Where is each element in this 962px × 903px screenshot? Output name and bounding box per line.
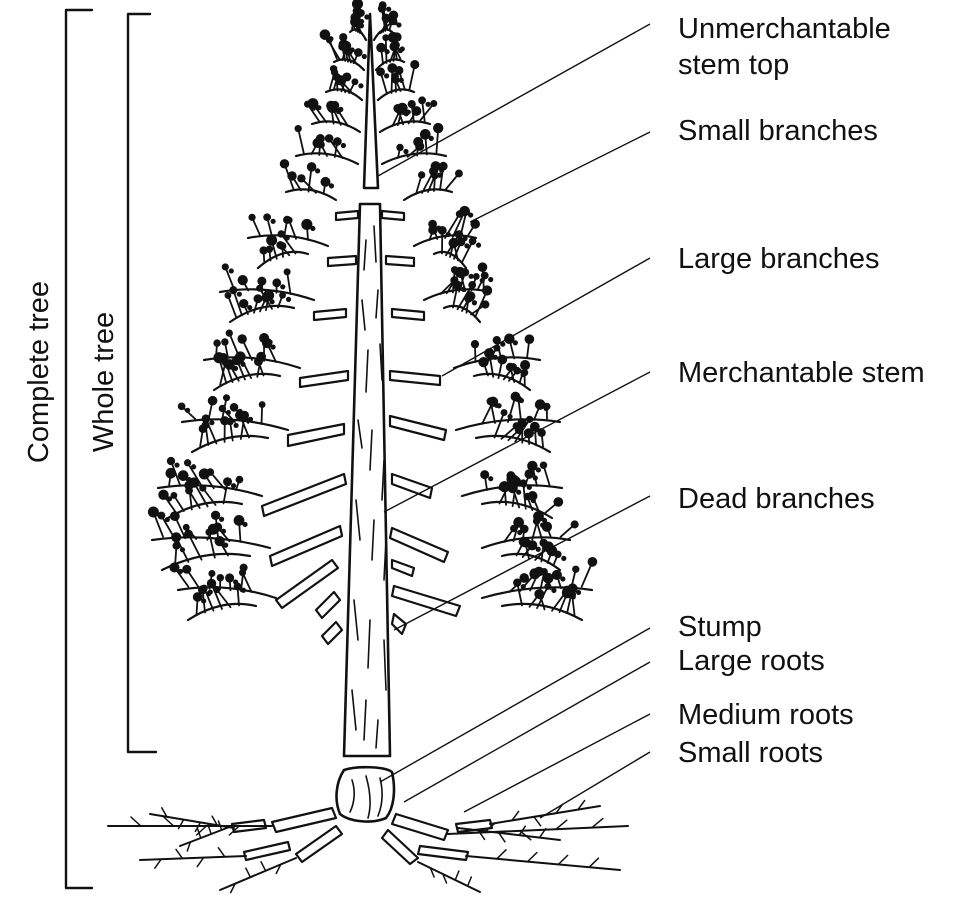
foliage-sprig	[248, 213, 328, 246]
label-medium-roots: Medium roots	[678, 699, 854, 731]
whole-tree-label: Whole tree	[88, 312, 120, 452]
label-large-branches: Large branches	[678, 243, 880, 275]
branch-segment	[328, 256, 356, 266]
complete-tree-label: Complete tree	[23, 281, 55, 463]
branch-segment	[392, 309, 424, 320]
small-root	[490, 801, 600, 826]
small-root	[418, 862, 480, 892]
component-labels: Unmerchantable stem top Small branches L…	[678, 13, 925, 769]
large-root	[392, 814, 448, 840]
branch-segment	[300, 371, 348, 387]
whole-tree-bracket	[128, 14, 156, 752]
branch-segment	[392, 614, 406, 634]
foliage-sprig	[169, 562, 276, 598]
large-root	[296, 826, 342, 862]
foliage-sprig	[178, 394, 288, 430]
foliage-sprig	[434, 226, 481, 268]
foliage-sprig	[158, 457, 262, 496]
foliage-sprig	[456, 392, 560, 430]
branch-segment	[392, 474, 432, 498]
foliage-sprig	[326, 65, 364, 100]
label-large-roots: Large roots	[678, 645, 825, 677]
label-small-roots: Small roots	[678, 737, 823, 769]
foliage-sprig	[225, 285, 294, 322]
branch-segment	[322, 622, 342, 644]
branch-segment	[314, 309, 346, 320]
small-root	[466, 850, 620, 870]
label-small-branches: Small branches	[678, 115, 878, 147]
label-merchantable-stem: Merchantable stem	[678, 357, 925, 389]
label-unmerchantable: Unmerchantable	[678, 13, 891, 45]
branch-segment	[386, 256, 414, 266]
foliage-sprig	[474, 348, 530, 390]
branch-segment	[382, 211, 404, 220]
label-dead-branches: Dead branches	[678, 483, 875, 515]
branch-segment	[316, 592, 340, 618]
stump	[337, 767, 394, 821]
label-stump: Stump	[678, 611, 762, 643]
large-root	[382, 830, 418, 864]
foliage-sprig	[482, 474, 563, 518]
foliage-sprig	[502, 537, 566, 570]
label-stem-top: stem top	[678, 49, 789, 81]
foliage-sprig	[376, 60, 419, 100]
branch-segment	[336, 211, 358, 220]
branch-segment	[262, 474, 346, 516]
branch-segment	[390, 416, 446, 440]
branch-segment	[390, 528, 448, 562]
foliage-sprig	[148, 507, 270, 548]
small-root	[140, 848, 246, 868]
branch-segment	[288, 424, 344, 446]
medium-root	[244, 842, 290, 860]
small-root	[220, 858, 296, 893]
foliage-sprig	[320, 29, 367, 70]
branch-segment	[392, 560, 414, 576]
foliage-sprig	[350, 0, 370, 40]
foliage-sprig	[280, 159, 336, 200]
medium-root	[418, 846, 468, 860]
branch-segment	[390, 371, 440, 385]
foliage-sprig	[404, 161, 463, 200]
foliage-sprig	[380, 96, 437, 132]
large-root	[272, 808, 336, 832]
foliage-sprig	[304, 98, 360, 132]
foliage-sprig	[295, 125, 358, 164]
